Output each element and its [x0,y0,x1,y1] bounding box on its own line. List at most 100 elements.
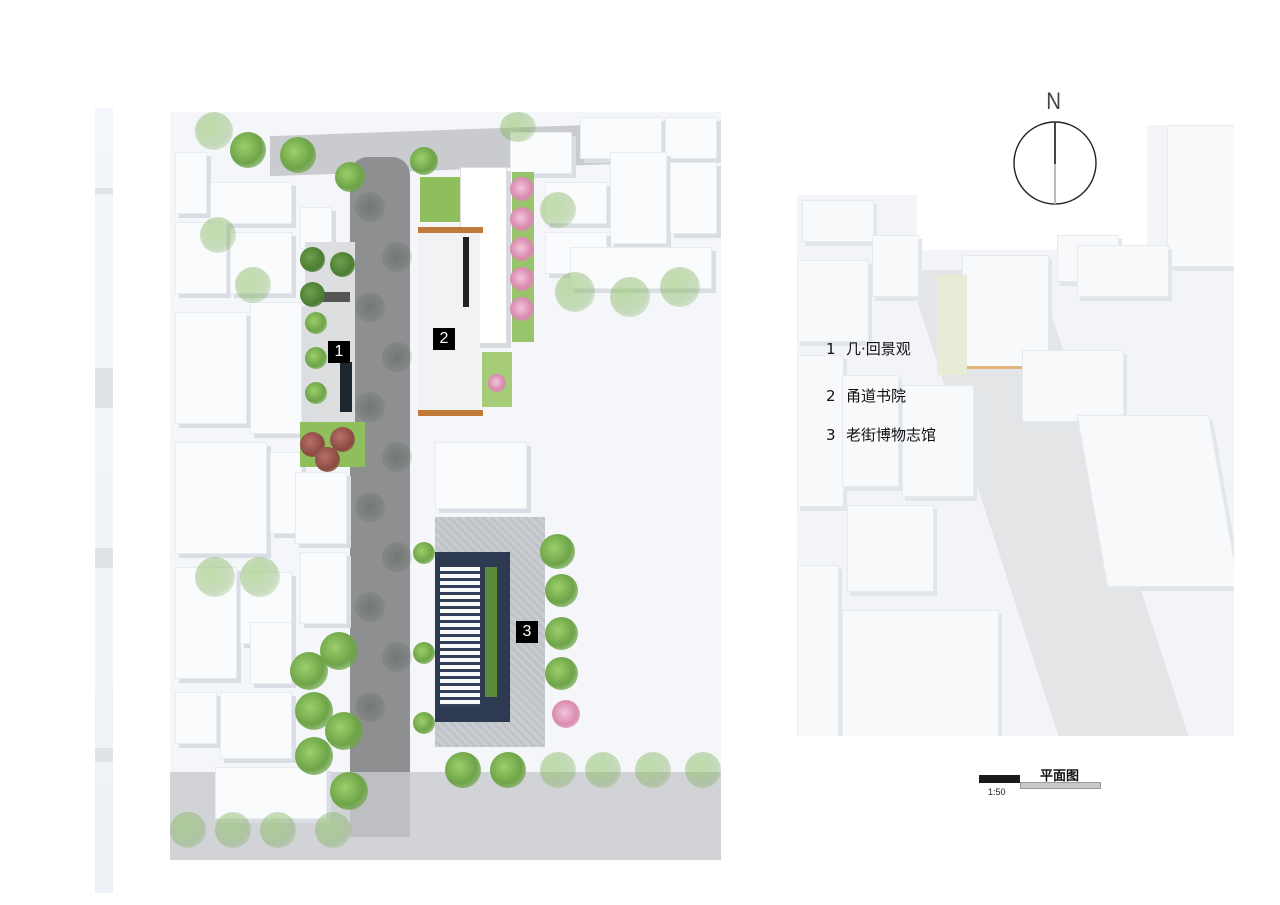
project-2-roof [418,232,480,412]
tree [413,642,435,664]
tree [545,617,578,650]
building [250,622,292,684]
building [175,312,247,424]
building [175,692,217,744]
cherry-tree [510,267,534,291]
building [610,152,667,244]
cutout [797,125,1147,195]
tree-shadow [355,592,385,622]
scale-bar-dark [979,775,1020,783]
tree [330,427,355,452]
building [847,505,934,592]
tree [170,812,206,848]
building [175,442,267,554]
water-feature [340,362,352,412]
scale-ratio: 1:50 [988,787,1006,797]
tree [305,382,327,404]
building [842,610,999,736]
tree [500,112,536,142]
building [842,375,899,487]
tree [320,632,358,670]
tree [445,752,481,788]
tree [635,752,671,788]
tree [413,712,435,734]
tree [230,132,266,168]
tree [295,737,333,775]
tree-shadow [355,192,385,222]
timber-canopy [418,410,483,416]
tree [325,712,363,750]
tree [195,557,235,597]
building [797,260,869,342]
courtyard-planting [485,567,497,697]
drawing-title: 平面图 [1040,769,1080,784]
building [665,117,717,159]
legend-number: 1 [826,340,836,358]
tree-shadow [355,692,385,722]
cherry-tree [488,374,506,392]
tree [300,282,325,307]
tree [660,267,700,307]
tree-shadow [355,292,385,322]
timber-canopy [418,227,483,233]
bench [320,292,350,302]
tree [200,217,236,253]
perspective-view [797,125,1234,736]
tree-shadow [382,442,412,472]
tree [685,752,721,788]
tree [215,812,251,848]
tree [413,542,435,564]
legend-number: 2 [826,387,836,405]
north-label: N [1046,88,1062,115]
tree [305,312,327,334]
building [802,200,874,242]
tree [330,252,355,277]
legend-label: 甬道书院 [846,387,907,405]
project-3-perspective-front [1022,350,1124,422]
tree-shadow [382,342,412,372]
tree [335,162,365,192]
legend-label: 几·回景观 [846,340,911,358]
building [250,302,302,434]
pergola [440,567,480,707]
tree-shadow [382,242,412,272]
project-3-marker: 3 [516,621,538,643]
tree [315,812,351,848]
legend-label: 老街博物志馆 [846,426,937,444]
tree [410,147,438,175]
legend-item: 1 几·回景观 [826,338,911,359]
north-arrow-icon [1013,121,1097,205]
building [175,152,207,214]
building [797,565,839,736]
tree [300,247,325,272]
project-1-perspective [937,275,967,375]
building [300,552,347,624]
cherry-tree [510,237,534,261]
tree [540,752,576,788]
building [295,472,347,544]
tree [545,657,578,690]
scale-bar-light [1020,782,1101,789]
cherry-tree [510,207,534,231]
tree [330,772,368,810]
tree-shadow [382,542,412,572]
cherry-tree [510,177,534,201]
building [1077,245,1169,297]
tree [545,574,578,607]
tree [235,267,271,303]
tree-shadow [355,492,385,522]
building [220,692,292,759]
skylight [463,237,469,307]
left-edge-strip [95,108,113,893]
tree [305,347,327,369]
tree [195,112,233,150]
tree [260,812,296,848]
building [902,385,974,497]
tree [540,534,575,569]
building [872,235,919,297]
tree [490,752,526,788]
courtyard-garden [420,177,460,222]
tree-shadow [382,642,412,672]
cherry-tree [510,297,534,321]
